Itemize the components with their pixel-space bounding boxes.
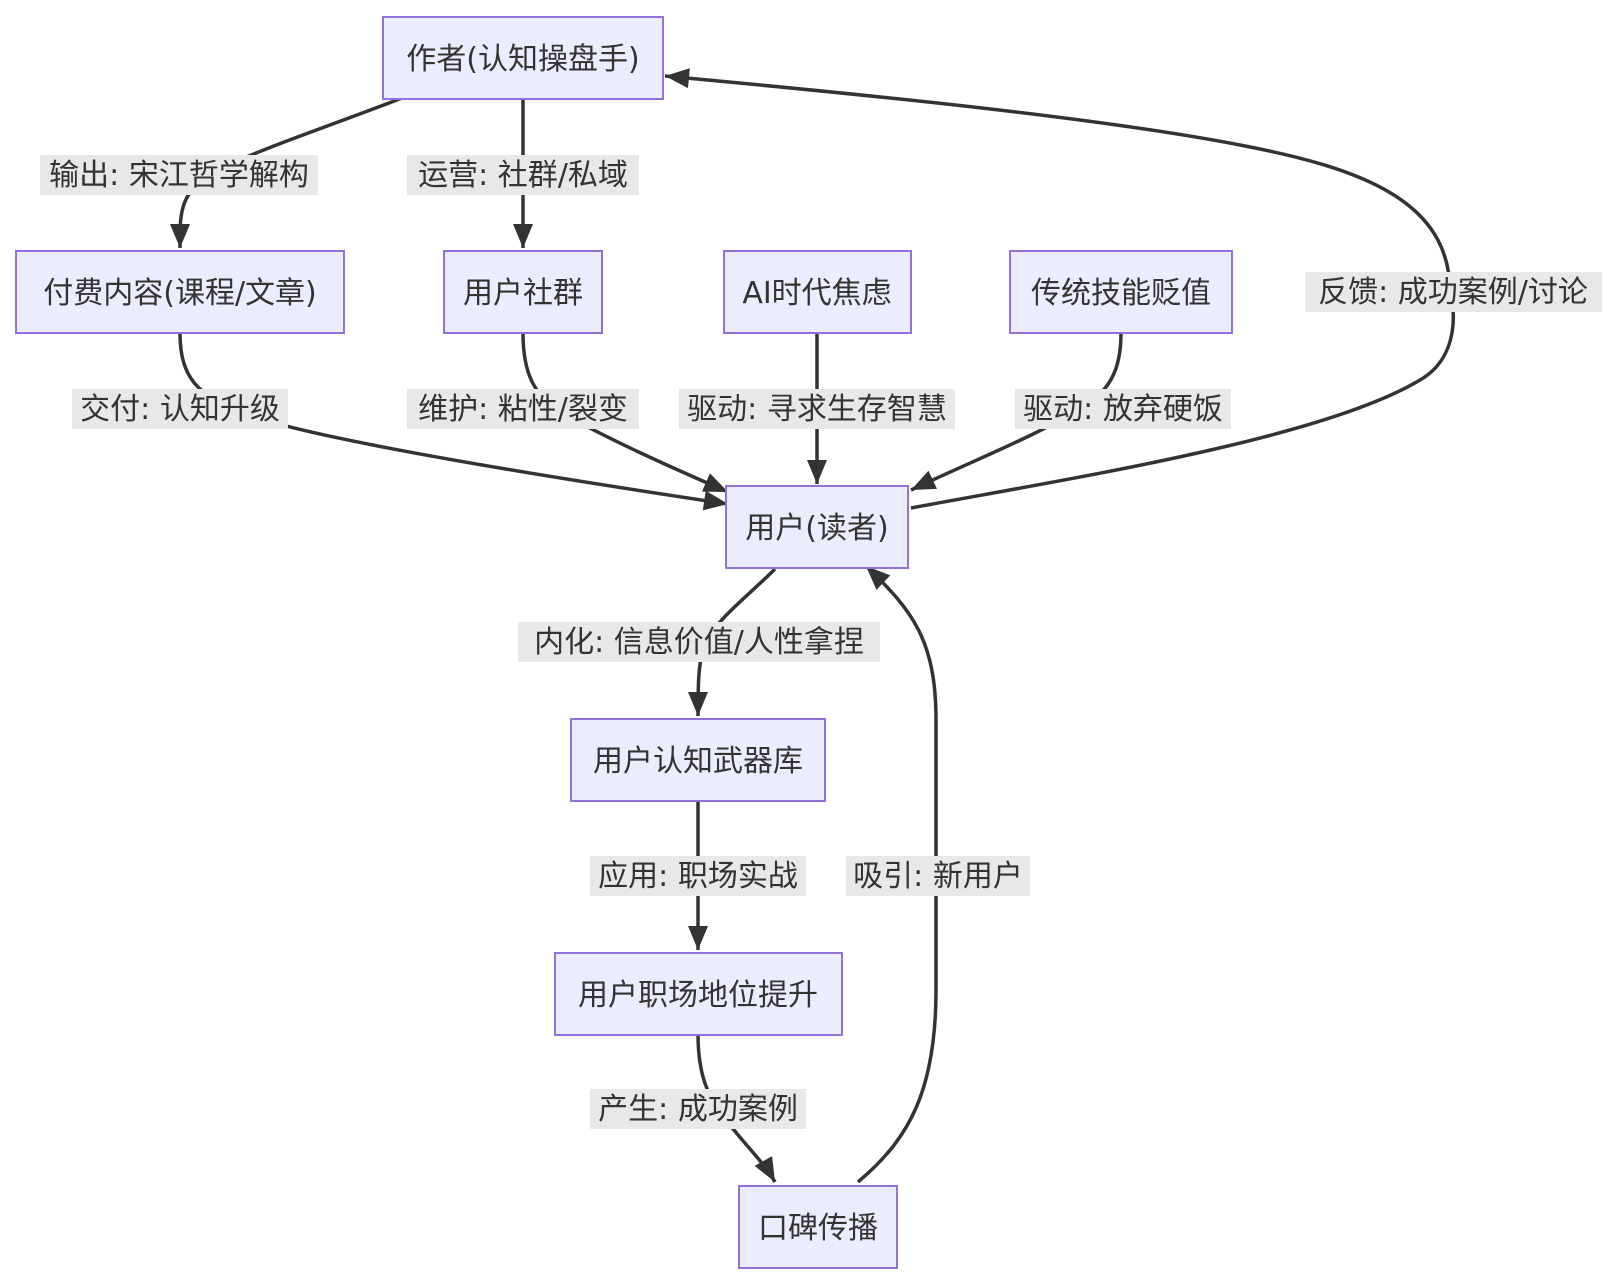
- edge-label-output: 输出: 宋江哲学解构: [40, 155, 318, 195]
- edge-label-internalize-text: 内化: 信息价值/人性拿捏: [534, 625, 864, 660]
- node-author: 作者(认知操盘手): [382, 16, 664, 100]
- edge-label-operate-text: 运营: 社群/私域: [418, 158, 628, 193]
- edge-label-produce-text: 产生: 成功案例: [598, 1092, 798, 1127]
- edge-feedback: [664, 68, 1456, 510]
- node-arsenal-label: 用户认知武器库: [593, 744, 803, 779]
- edge-attract: [856, 564, 938, 1184]
- edge-label-attract: 吸引: 新用户: [846, 856, 1030, 896]
- node-community-label: 用户社群: [463, 276, 583, 311]
- edge-label-feedback-text: 反馈: 成功案例/讨论: [1318, 275, 1588, 310]
- edge-label-apply: 应用: 职场实战: [590, 856, 806, 896]
- node-paid-content: 付费内容(课程/文章): [15, 250, 345, 334]
- edge-label-deliver-text: 交付: 认知升级: [80, 392, 280, 427]
- node-skill-devaluation-label: 传统技能贬值: [1031, 276, 1211, 311]
- node-promotion-label: 用户职场地位提升: [578, 978, 818, 1013]
- node-ai-anxiety-label: AI时代焦虑: [742, 276, 891, 311]
- node-author-label: 作者(认知操盘手): [406, 42, 639, 77]
- edge-label-output-text: 输出: 宋江哲学解构: [49, 158, 309, 193]
- edge-label-internalize: 内化: 信息价值/人性拿捏: [518, 622, 880, 662]
- edge-deliver: [178, 332, 729, 511]
- node-word-of-mouth-label: 口碑传播: [758, 1211, 878, 1246]
- edge-label-drive-ai-text: 驱动: 寻求生存智慧: [687, 392, 947, 427]
- edge-label-operate: 运营: 社群/私域: [407, 155, 639, 195]
- edge-label-feedback: 反馈: 成功案例/讨论: [1305, 272, 1602, 312]
- node-promotion: 用户职场地位提升: [554, 952, 843, 1036]
- node-word-of-mouth: 口碑传播: [738, 1185, 898, 1269]
- edge-label-maintain: 维护: 粘性/裂变: [407, 389, 639, 429]
- node-arsenal: 用户认知武器库: [570, 718, 826, 802]
- edge-label-deliver: 交付: 认知升级: [72, 389, 288, 429]
- node-ai-anxiety: AI时代焦虑: [723, 250, 912, 334]
- edge-label-apply-text: 应用: 职场实战: [598, 859, 798, 894]
- edge-label-drive-skill: 驱动: 放弃硬饭: [1015, 389, 1231, 429]
- edge-label-drive-ai: 驱动: 寻求生存智慧: [679, 389, 955, 429]
- edge-label-produce: 产生: 成功案例: [590, 1089, 806, 1129]
- edge-label-maintain-text: 维护: 粘性/裂变: [418, 392, 628, 427]
- node-user-label: 用户(读者): [745, 511, 888, 546]
- edge-label-attract-text: 吸引: 新用户: [853, 859, 1023, 894]
- edge-label-drive-skill-text: 驱动: 放弃硬饭: [1023, 392, 1223, 427]
- node-paid-content-label: 付费内容(课程/文章): [43, 276, 317, 311]
- node-skill-devaluation: 传统技能贬值: [1009, 250, 1233, 334]
- node-community: 用户社群: [443, 250, 603, 334]
- node-user: 用户(读者): [725, 485, 909, 569]
